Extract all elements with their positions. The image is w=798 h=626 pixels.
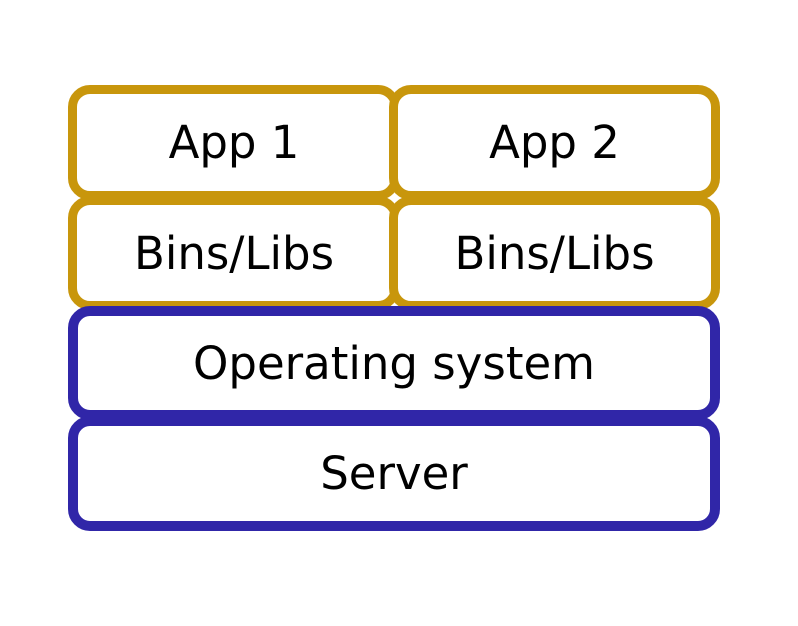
app-1-box: App 1 bbox=[68, 85, 400, 200]
server-label: Server bbox=[320, 447, 468, 500]
server-box: Server bbox=[68, 416, 720, 531]
app-1-label: App 1 bbox=[168, 116, 300, 169]
operating-system-box: Operating system bbox=[68, 306, 720, 420]
app-2-label: App 2 bbox=[489, 116, 620, 169]
app-2-box: App 2 bbox=[389, 85, 720, 200]
bins-libs-2-label: Bins/Libs bbox=[454, 226, 655, 280]
bins-libs-1-box: Bins/Libs bbox=[68, 196, 400, 310]
bins-libs-2-box: Bins/Libs bbox=[389, 196, 720, 310]
operating-system-label: Operating system bbox=[193, 336, 595, 390]
bins-libs-1-label: Bins/Libs bbox=[133, 226, 335, 280]
